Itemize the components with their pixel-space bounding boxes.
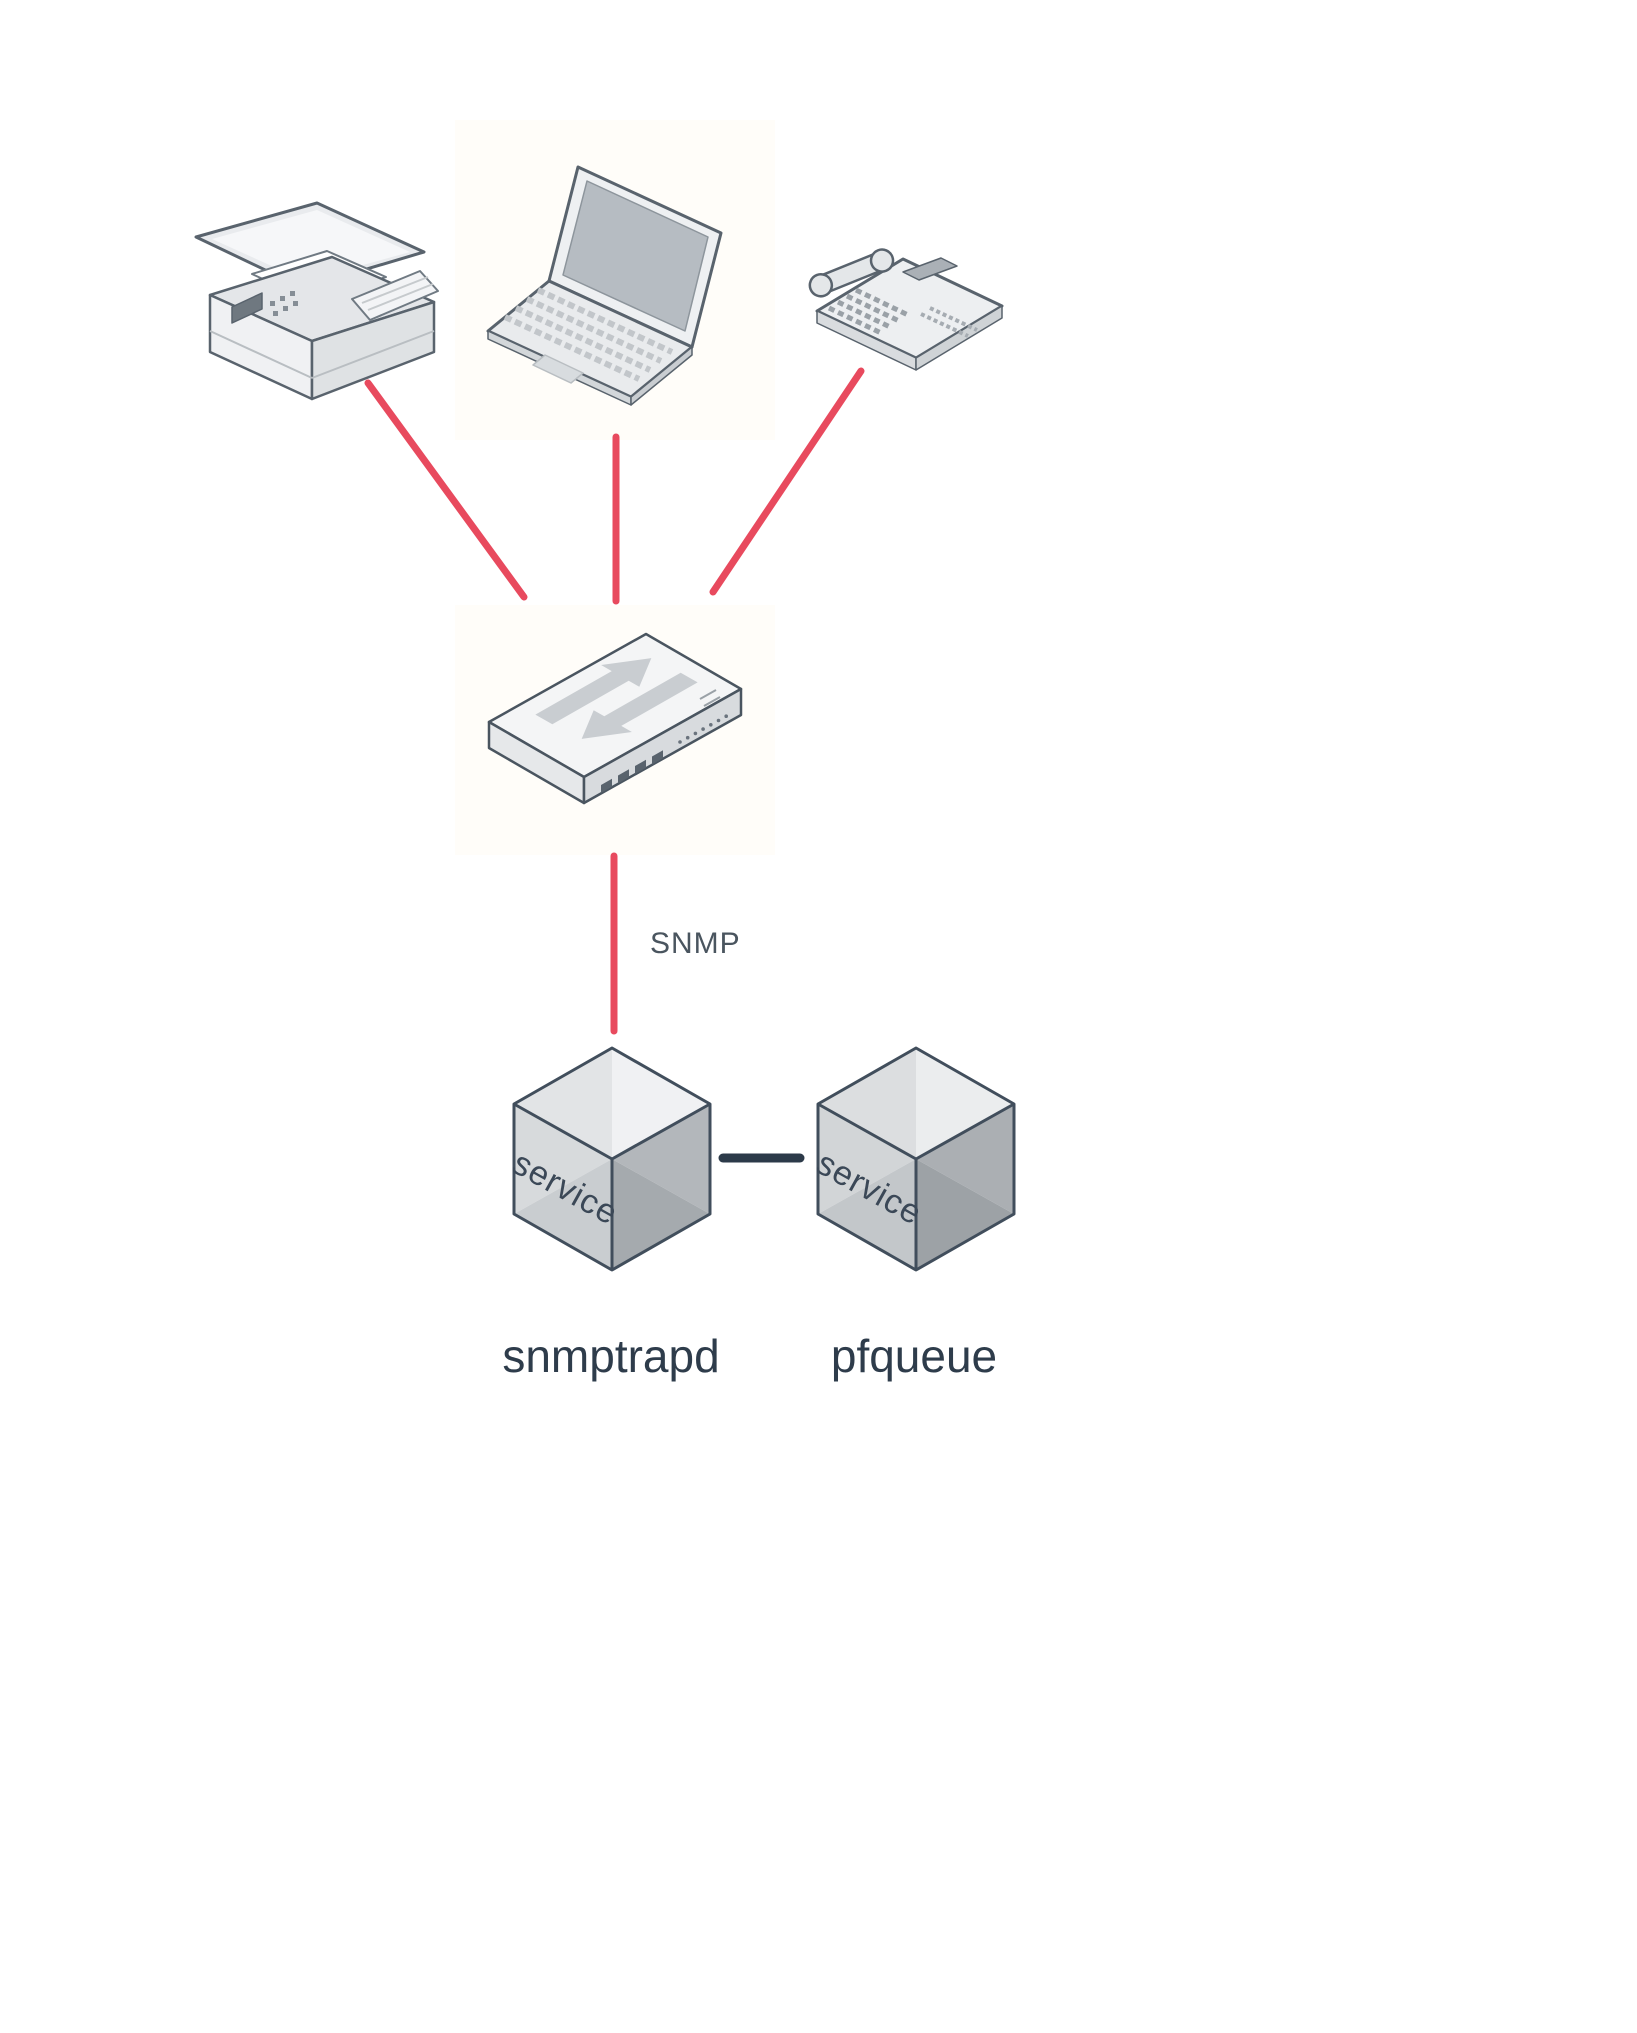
snmptrapd-label: snmptrapd [502, 1330, 719, 1382]
laptop-keyboard-keys [503, 287, 674, 382]
cube-faces [818, 1048, 1014, 1270]
printer-tray-slats [361, 276, 434, 311]
switch-led-dots [678, 714, 728, 744]
switch-ports [601, 750, 663, 793]
printer-lid-inner [212, 210, 410, 281]
printer-buttons [270, 291, 298, 316]
arrow-up-right [535, 658, 652, 725]
laptop-display [562, 180, 709, 332]
printer-icon [194, 201, 439, 401]
snmp-link-label: SNMP [650, 927, 741, 960]
service-cube-snmptrapd: service [506, 1046, 712, 1272]
switch-label-marks [699, 689, 721, 707]
phone-handset [808, 248, 895, 298]
phone-display [902, 257, 958, 281]
laptop-icon [486, 165, 723, 406]
phone-body-right [915, 305, 1003, 371]
link-printer-switch [364, 379, 528, 601]
network-switch-icon [487, 632, 743, 805]
link-phone-switch [709, 367, 865, 596]
phone-speed-dial-buttons [920, 306, 978, 338]
service-cube-pfqueue: service [810, 1046, 1016, 1272]
printer-body-right [310, 300, 436, 401]
desk-phone-icon [808, 248, 1004, 371]
printer-cassette-seams [209, 330, 435, 379]
printer-display [231, 292, 263, 324]
cube-faces [514, 1048, 710, 1270]
cube-edges [512, 1046, 712, 1272]
laptop-touchpad [532, 354, 584, 384]
arrow-down-left [581, 672, 698, 739]
pfqueue-label: pfqueue [831, 1330, 997, 1382]
laptop-side-edge [630, 346, 693, 406]
network-links [364, 367, 865, 1035]
switch-traffic-arrows-icon [535, 658, 698, 739]
cube-edges [816, 1046, 1016, 1272]
